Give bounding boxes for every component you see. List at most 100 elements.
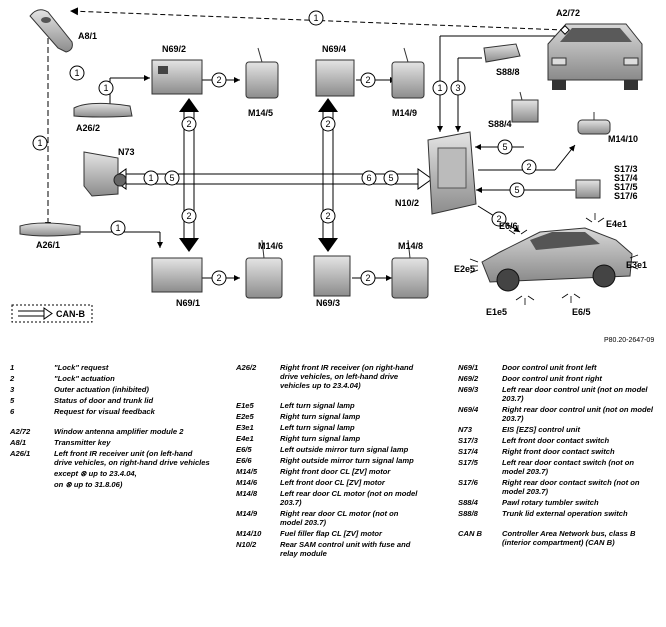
legend-description: Right front door CL [ZV] motor [280,467,391,476]
svg-text:1: 1 [74,68,79,78]
svg-text:2: 2 [186,119,191,129]
svg-text:2: 2 [526,162,531,172]
legend-description: Right turn signal lamp [280,434,361,443]
legend-code: N69/4 [458,405,479,414]
legend-description: Transmitter key [54,438,111,447]
door-contact-switch-labels: S17/3 S17/4 S17/5 S17/6 [614,164,638,201]
legend-code: S17/5 [458,458,478,467]
door-control-unit-rear-right-icon [315,59,355,97]
legend-code: E6/6 [236,456,252,465]
legend-description: Left turn signal lamp [280,401,355,410]
legend-spacer [236,392,422,401]
svg-text:2: 2 [325,211,330,221]
svg-text:1: 1 [313,13,318,23]
label-e2e5: E2e5 [454,264,475,274]
legend-code: N69/3 [458,385,479,394]
svg-text:2: 2 [325,119,330,129]
svg-text:1: 1 [37,138,42,148]
rear-sam-control-unit-icon [427,131,477,215]
legend-description: Fuel filler flap CL [ZV] motor [280,529,382,538]
key-signal-dashed-arrow [69,7,566,31]
label-a26-2: A26/2 [76,123,100,133]
svg-text:2: 2 [365,273,370,283]
legend-description: Left turn signal lamp [280,423,355,432]
signal-arrows [45,35,576,281]
car-side-view-icon [481,227,633,292]
can-b-bus [111,98,433,252]
legend-code: A26/1 [10,449,31,458]
legend-description: Pawl rotary tumbler switch [502,498,599,507]
svg-text:2: 2 [496,214,501,224]
door-lock-motor-front-left-icon [245,239,283,299]
legend-item: except ⊗ up to 23.4.04, [10,469,210,478]
legend-item: S17/5 Left rear door contact switch (not … [458,458,658,476]
legend-description: Rear SAM control unit with fuse and rela… [280,540,411,558]
label-m14-8: M14/8 [398,241,423,251]
legend-code: A26/2 [236,363,257,372]
car-rear-view-icon [547,23,643,90]
legend-item: on ⊗ up to 31.8.06) [10,480,210,489]
legend-code: S88/8 [458,509,478,518]
eis-control-unit-icon [83,151,127,197]
signal-markers: 1 1 1 1 2 2 2 2 2 2 2 2 1 5 6 5 1 1 3 5 … [32,10,537,286]
legend-description: Right front IR receiver (on right-hand d… [280,363,414,390]
svg-text:5: 5 [169,173,174,183]
svg-text:6: 6 [366,173,371,183]
legend-description: Left rear door CL motor (not on model 20… [280,489,418,507]
legend-code: M14/8 [236,489,258,498]
legend-code: A8/1 [10,438,27,447]
svg-text:5: 5 [502,142,507,152]
legend-code [10,469,54,478]
svg-text:S17/3: S17/3 [614,164,638,174]
door-lock-motor-rear-left-icon [391,239,429,299]
legend-code: 6 [10,407,15,416]
label-n10-2: N10/2 [395,198,419,208]
label-m14-10: M14/10 [608,134,638,144]
legend-code: S88/4 [458,498,478,507]
legend-description: Status of door and trunk lid [54,396,154,405]
legend-code: N69/1 [458,363,479,372]
legend-description: on ⊗ up to 31.8.06) [54,480,123,489]
legend-item: S88/4 Pawl rotary tumbler switch [458,498,658,507]
legend-spacer [10,418,210,427]
legend-code: 5 [10,396,15,405]
legend-description: Controller Area Network bus, class B (in… [502,529,636,547]
legend-description: Right rear door control unit (not on mod… [502,405,654,423]
door-control-unit-rear-left-icon [313,255,351,297]
svg-text:1: 1 [103,83,108,93]
svg-text:S17/4: S17/4 [614,173,638,183]
legend-code [10,480,54,489]
label-e6-5: E6/5 [572,307,591,317]
door-contact-switch-icon [575,179,601,199]
svg-text:1: 1 [115,223,120,233]
label-n69-3: N69/3 [316,298,340,308]
label-e1e5: E1e5 [486,307,507,317]
turn-signal-lamp-icons [469,213,639,305]
legend-item: 5 Status of door and trunk lid [10,396,210,405]
legend-description: Door control unit front left [502,363,597,372]
legend-code: S17/3 [458,436,478,445]
legend-item: M14/8 Left rear door CL motor (not on mod… [236,489,422,507]
label-n69-4: N69/4 [322,44,346,54]
door-control-unit-front-left-icon [151,257,203,293]
legend-item: A26/2 Right front IR receiver (on right-h… [236,363,422,390]
legend-description: Outer actuation (inhibited) [54,385,149,394]
legend-description: Left rear door contact switch (not on mo… [502,458,635,476]
label-n73: N73 [118,147,135,157]
trunk-lid-switch-icon [483,43,521,63]
